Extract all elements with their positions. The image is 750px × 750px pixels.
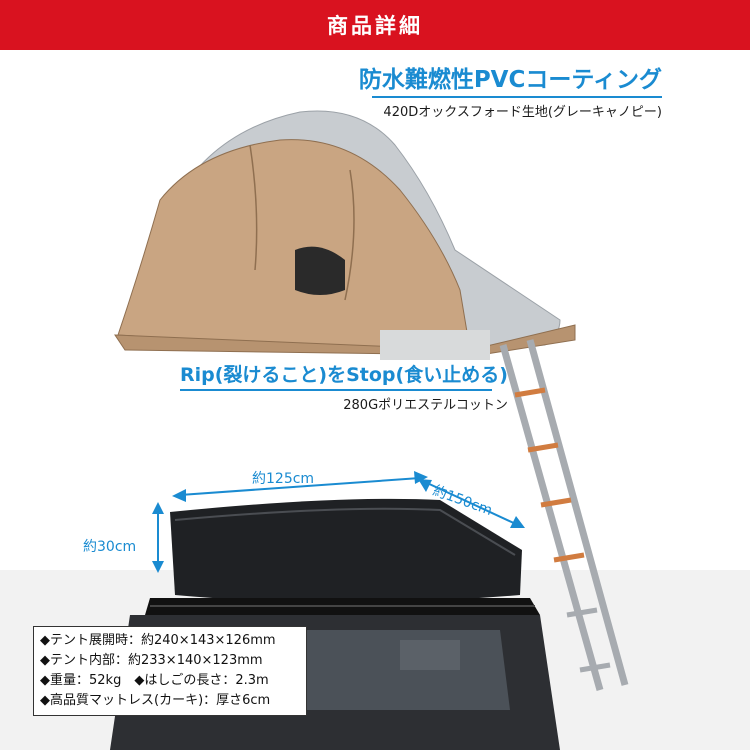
car-mirror	[400, 640, 460, 670]
callout-ripstop: Rip(裂けること)をStop(食い止める) 280Gポリエステルコットン	[180, 360, 508, 413]
dimension-height-arrow	[152, 502, 164, 573]
ladder	[499, 339, 629, 691]
callout-pvc-rule	[372, 96, 662, 98]
tent-seam	[344, 169, 355, 301]
callout-pvc-title: 防水難燃性PVCコーティング	[358, 67, 662, 93]
dimension-height-label: 約30cm	[83, 539, 137, 555]
header-bar: 商品詳細	[0, 0, 750, 50]
folded-tent-case	[170, 498, 522, 603]
callout-ripstop-rule	[180, 389, 492, 391]
tent-seam	[249, 144, 258, 271]
dimension-depth-arrow	[418, 479, 525, 528]
tent-canvas	[117, 139, 471, 351]
spec-line: ◆テント内部：約233×140×123mm	[40, 653, 263, 668]
header-title: 商品詳細	[327, 14, 423, 38]
callout-pvc-sub: 420Dオックスフォード生地(グレーキャノピー)	[383, 105, 662, 120]
tent-platform	[380, 330, 490, 360]
spec-line: ◆高品質マットレス(カーキ)：厚さ6cm	[40, 693, 271, 708]
dimension-width-label: 約125cm	[252, 471, 315, 487]
dimension-width-arrow	[172, 471, 428, 502]
product-illustration: 防水難燃性PVCコーティング 420Dオックスフォード生地(グレーキャノピー) …	[0, 50, 750, 750]
spec-line: ◆テント展開時：約240×143×126mm	[40, 633, 276, 648]
spec-box: ◆テント展開時：約240×143×126mm ◆テント内部：約233×140×1…	[33, 626, 307, 716]
callout-ripstop-title: Rip(裂けること)をStop(食い止める)	[180, 364, 508, 386]
callout-pvc: 防水難燃性PVCコーティング 420Dオックスフォード生地(グレーキャノピー)	[359, 60, 662, 120]
spec-line: ◆重量：52kg ◆はしごの長さ：2.3m	[40, 673, 269, 688]
tent-window	[295, 246, 345, 295]
callout-ripstop-sub: 280Gポリエステルコットン	[343, 398, 508, 413]
product-svg	[0, 110, 750, 750]
